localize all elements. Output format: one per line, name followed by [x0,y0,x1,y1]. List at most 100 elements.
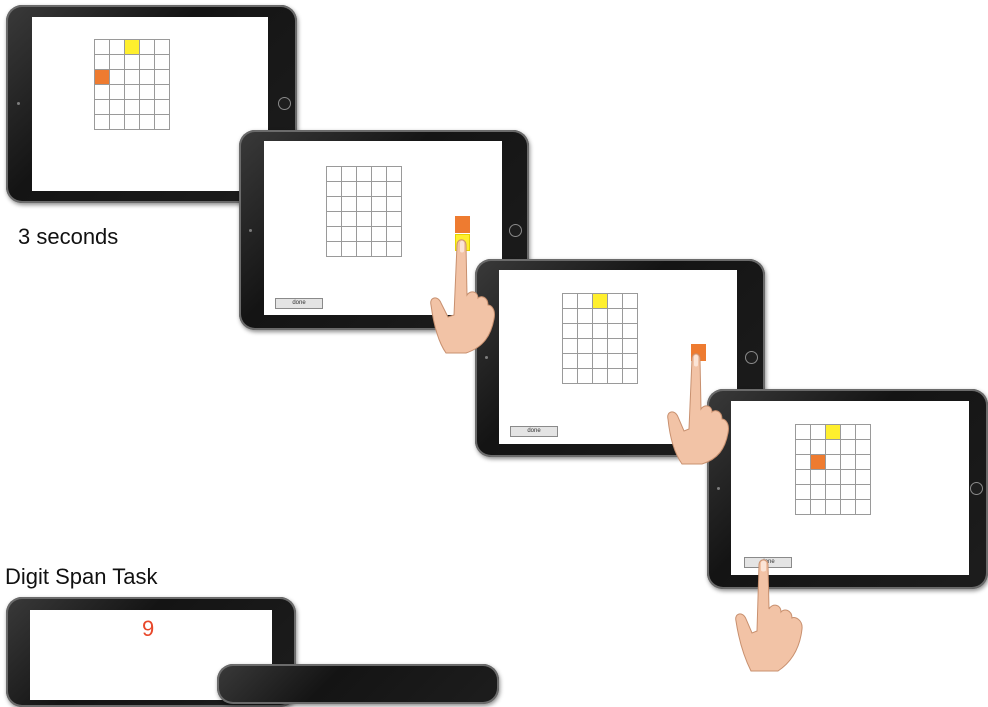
grid-cell[interactable] [578,294,593,309]
grid-cell[interactable] [563,294,578,309]
grid-cell[interactable] [608,309,623,324]
grid-cell[interactable] [796,425,811,440]
grid-cell[interactable] [357,212,372,227]
grid-cell[interactable] [387,212,402,227]
grid-cell[interactable] [110,100,125,115]
grid-cell[interactable] [357,167,372,182]
grid-cell[interactable] [593,369,608,384]
grid-cell[interactable] [623,339,638,354]
grid-cell[interactable] [342,167,357,182]
grid-cell[interactable] [796,500,811,515]
grid-cell[interactable] [841,455,856,470]
grid-cell[interactable] [856,455,871,470]
grid-cell[interactable] [593,324,608,339]
grid-cell[interactable] [155,100,170,115]
done-button[interactable]: done [510,426,558,437]
grid-cell[interactable] [155,85,170,100]
grid-cell[interactable] [811,470,826,485]
grid-cell[interactable] [327,197,342,212]
grid-cell[interactable] [357,242,372,257]
grid-cell[interactable] [841,485,856,500]
grid-cell[interactable] [856,440,871,455]
grid-cell[interactable] [327,167,342,182]
grid-cell[interactable] [140,70,155,85]
grid-cell[interactable] [372,167,387,182]
grid-cell[interactable] [327,242,342,257]
grid-cell[interactable] [796,485,811,500]
grid-cell[interactable] [623,309,638,324]
grid-cell[interactable] [125,55,140,70]
grid-cell[interactable] [95,85,110,100]
home-button[interactable] [509,224,522,237]
grid-cell[interactable] [578,369,593,384]
grid-cell[interactable] [110,70,125,85]
grid-cell[interactable] [578,354,593,369]
grid-cell[interactable] [140,100,155,115]
grid-cell[interactable] [826,440,841,455]
grid-cell[interactable] [608,369,623,384]
home-button[interactable] [970,482,983,495]
grid-cell[interactable] [387,197,402,212]
orange-grid-cell[interactable] [811,455,826,470]
grid-cell[interactable] [578,309,593,324]
grid-cell[interactable] [342,242,357,257]
grid-cell[interactable] [811,425,826,440]
grid-cell[interactable] [155,55,170,70]
grid-cell[interactable] [608,339,623,354]
grid-cell[interactable] [125,70,140,85]
grid-cell[interactable] [563,309,578,324]
grid-cell[interactable] [563,369,578,384]
grid-cell[interactable] [125,100,140,115]
grid-cell[interactable] [327,212,342,227]
home-button[interactable] [278,97,291,110]
grid-cell[interactable] [826,485,841,500]
grid-cell[interactable] [796,440,811,455]
orange-grid-cell[interactable] [95,70,110,85]
grid-cell[interactable] [140,55,155,70]
grid-cell[interactable] [623,369,638,384]
grid-cell[interactable] [563,324,578,339]
grid-cell[interactable] [372,227,387,242]
grid-cell[interactable] [342,197,357,212]
yellow-grid-cell[interactable] [593,294,608,309]
grid-cell[interactable] [593,309,608,324]
grid-cell[interactable] [140,40,155,55]
grid-cell[interactable] [841,440,856,455]
grid-cell[interactable] [563,354,578,369]
yellow-grid-cell[interactable] [125,40,140,55]
grid-cell[interactable] [563,339,578,354]
grid-cell[interactable] [342,182,357,197]
grid-cell[interactable] [387,182,402,197]
grid-cell[interactable] [811,485,826,500]
grid-cell[interactable] [327,227,342,242]
grid-cell[interactable] [95,115,110,130]
grid-cell[interactable] [811,440,826,455]
grid-cell[interactable] [357,197,372,212]
grid-cell[interactable] [826,455,841,470]
grid-cell[interactable] [372,242,387,257]
grid-cell[interactable] [623,324,638,339]
grid-cell[interactable] [856,500,871,515]
grid-cell[interactable] [593,354,608,369]
grid-cell[interactable] [140,85,155,100]
grid-cell[interactable] [110,55,125,70]
done-button[interactable]: done [275,298,323,309]
grid-cell[interactable] [125,85,140,100]
grid-cell[interactable] [796,455,811,470]
grid-cell[interactable] [357,227,372,242]
grid-cell[interactable] [387,227,402,242]
grid-cell[interactable] [856,485,871,500]
grid-cell[interactable] [608,324,623,339]
grid-cell[interactable] [387,167,402,182]
grid-cell[interactable] [796,470,811,485]
grid-cell[interactable] [110,40,125,55]
grid-cell[interactable] [841,500,856,515]
grid-cell[interactable] [342,212,357,227]
grid-cell[interactable] [578,324,593,339]
grid-cell[interactable] [125,115,140,130]
grid-cell[interactable] [95,100,110,115]
grid-cell[interactable] [155,115,170,130]
grid-cell[interactable] [856,470,871,485]
grid-cell[interactable] [372,197,387,212]
grid-cell[interactable] [140,115,155,130]
